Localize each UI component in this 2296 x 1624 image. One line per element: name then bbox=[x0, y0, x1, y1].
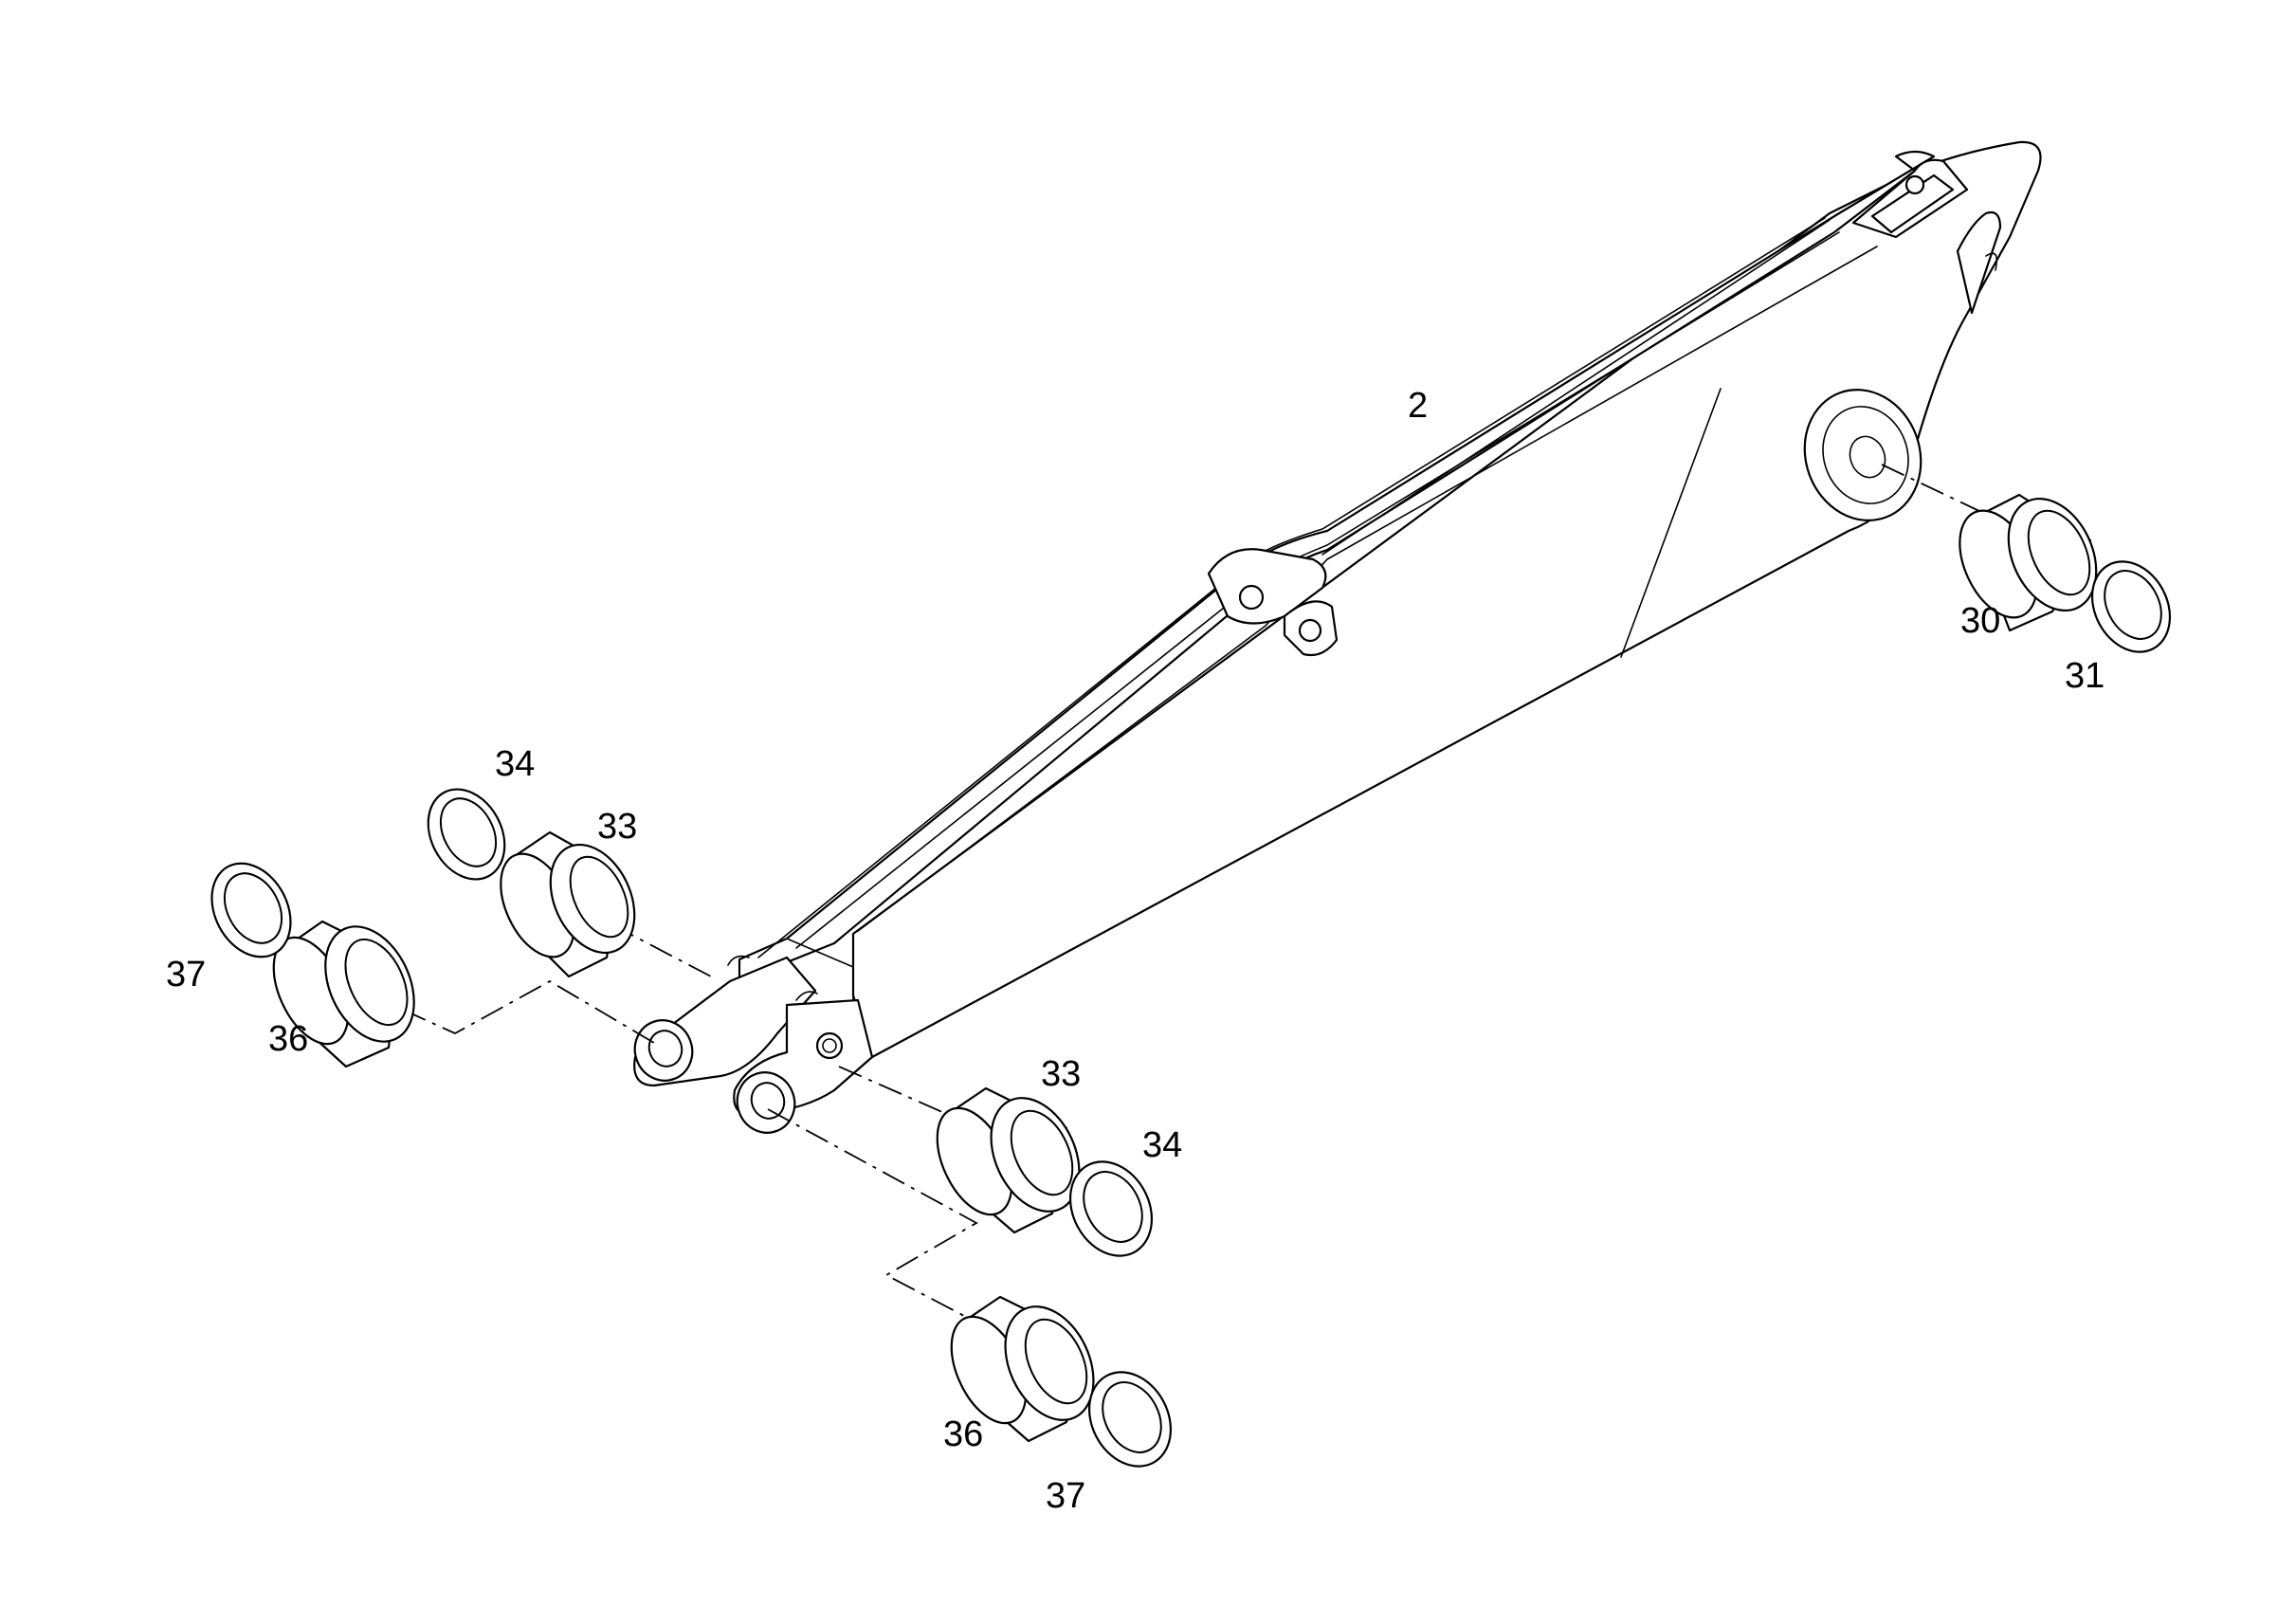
ring-37-left bbox=[210, 862, 292, 958]
bushing-33-upper bbox=[500, 830, 636, 978]
callout-bushing-lower: 33 bbox=[1041, 1054, 1081, 1094]
bushing-36-left bbox=[272, 920, 415, 1068]
ring-31 bbox=[2090, 560, 2172, 653]
callout-bushing-upper: 33 bbox=[597, 807, 637, 847]
callout-ring-upper: 34 bbox=[495, 744, 535, 784]
callout-ring-bottom: 37 bbox=[1046, 1476, 1085, 1516]
leader-lines bbox=[402, 464, 1982, 1328]
boom-mid-bracket bbox=[1207, 548, 1327, 625]
ring-37-bottom bbox=[1087, 1371, 1173, 1468]
callout-bushing-bottom: 36 bbox=[943, 1414, 983, 1454]
boom-arm bbox=[633, 140, 2042, 1134]
boom-pivot-boss bbox=[1803, 388, 1922, 522]
bushing-30 bbox=[1959, 493, 2098, 632]
ring-34-upper bbox=[427, 788, 506, 881]
callout-boom: 2 bbox=[1408, 386, 1428, 426]
callout-ring-right: 31 bbox=[2065, 656, 2105, 696]
callout-bushing-left: 36 bbox=[268, 1019, 308, 1059]
callouts: 2 30 31 34 33 37 36 33 34 36 37 bbox=[166, 386, 2105, 1516]
ring-34-lower bbox=[1068, 1160, 1154, 1257]
bushing-33-lower bbox=[936, 1086, 1081, 1234]
callout-bushing-right: 30 bbox=[1960, 601, 2000, 641]
callout-ring-left: 37 bbox=[166, 955, 206, 994]
boom-side-plate bbox=[851, 140, 2042, 1059]
bushing-36-bottom bbox=[950, 1295, 1095, 1443]
callout-ring-lower: 34 bbox=[1142, 1125, 1182, 1165]
